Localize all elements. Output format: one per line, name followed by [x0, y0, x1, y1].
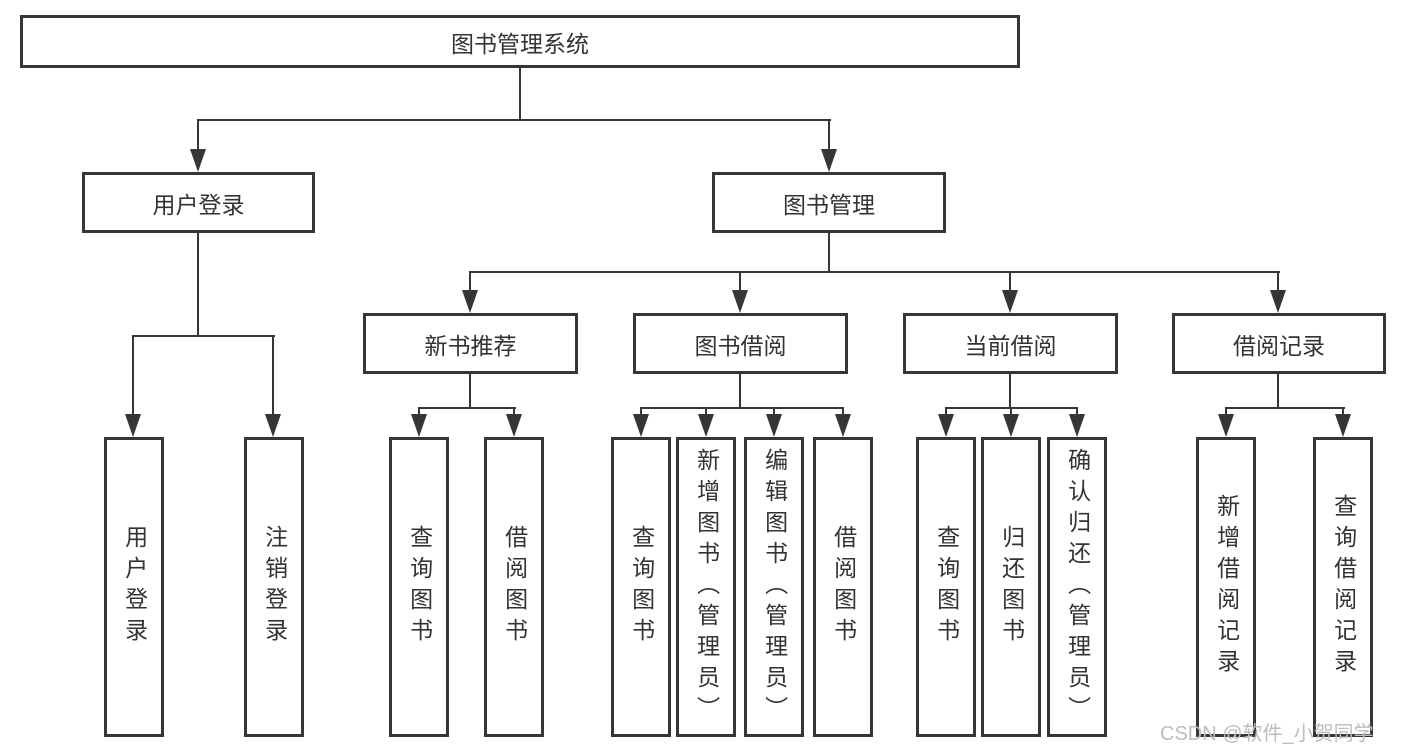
node-root-system: 图书管理系统 — [20, 15, 1020, 68]
node-current-borrow: 当前借阅 — [903, 313, 1118, 374]
arrow-down-icon — [938, 407, 954, 437]
arrow-down-icon — [1002, 271, 1018, 313]
connector-records-bar — [1225, 407, 1345, 409]
node-book-borrow: 图书借阅 — [633, 313, 848, 374]
leaf-borrow-books: 借阅图书 — [813, 437, 873, 737]
leaf-query-books-borrow: 查询图书 — [611, 437, 671, 737]
arrow-down-icon — [506, 407, 522, 437]
node-user-login: 用户登录 — [82, 172, 315, 233]
arrow-down-icon — [1003, 407, 1019, 437]
arrow-down-icon — [698, 407, 714, 437]
leaf-edit-books-admin: 编辑图书（管理员） — [744, 437, 804, 737]
leaf-borrow-books-recommend: 借阅图书 — [484, 437, 544, 737]
connector-recommend-stem — [469, 373, 471, 409]
node-new-book-recommend: 新书推荐 — [363, 313, 578, 374]
node-book-management: 图书管理 — [712, 172, 946, 233]
leaf-confirm-return-admin: 确认归还（管理员） — [1047, 437, 1107, 737]
leaf-query-books-current: 查询图书 — [916, 437, 976, 737]
connector-records-stem — [1277, 373, 1279, 409]
arrow-down-icon — [835, 407, 851, 437]
arrow-down-icon — [265, 335, 281, 437]
arrow-down-icon — [125, 335, 141, 437]
arrow-down-icon — [1335, 407, 1351, 437]
arrow-down-icon — [821, 119, 837, 172]
arrow-down-icon — [1069, 407, 1085, 437]
leaf-add-borrow-record: 新增借阅记录 — [1196, 437, 1256, 737]
arrow-down-icon — [1270, 271, 1286, 313]
connector-login-bar — [132, 335, 275, 337]
arrow-down-icon — [766, 407, 782, 437]
connector-root-stem — [519, 68, 521, 121]
connector-root-bar — [197, 119, 831, 121]
arrow-down-icon — [633, 407, 649, 437]
arrow-down-icon — [462, 271, 478, 313]
leaf-user-login: 用户登录 — [104, 437, 164, 737]
leaf-logout: 注销登录 — [244, 437, 304, 737]
connector-login-stem — [197, 232, 199, 337]
connector-mgmt-stem — [828, 232, 830, 273]
connector-borrow-stem — [739, 373, 741, 409]
connector-borrow-bar — [640, 407, 844, 409]
leaf-add-books-admin: 新增图书（管理员） — [676, 437, 736, 737]
connector-current-stem — [1009, 373, 1011, 409]
arrow-down-icon — [411, 407, 427, 437]
connector-mgmt-bar — [469, 271, 1280, 273]
node-borrow-records: 借阅记录 — [1172, 313, 1386, 374]
arrow-down-icon — [1218, 407, 1234, 437]
connector-recommend-bar — [418, 407, 516, 409]
leaf-query-books-recommend: 查询图书 — [389, 437, 449, 737]
leaf-query-borrow-record: 查询借阅记录 — [1313, 437, 1373, 737]
csdn-watermark: CSDN @软件_小贺同学 — [1160, 723, 1374, 745]
arrow-down-icon — [190, 119, 206, 172]
arrow-down-icon — [732, 271, 748, 313]
leaf-return-books: 归还图书 — [981, 437, 1041, 737]
